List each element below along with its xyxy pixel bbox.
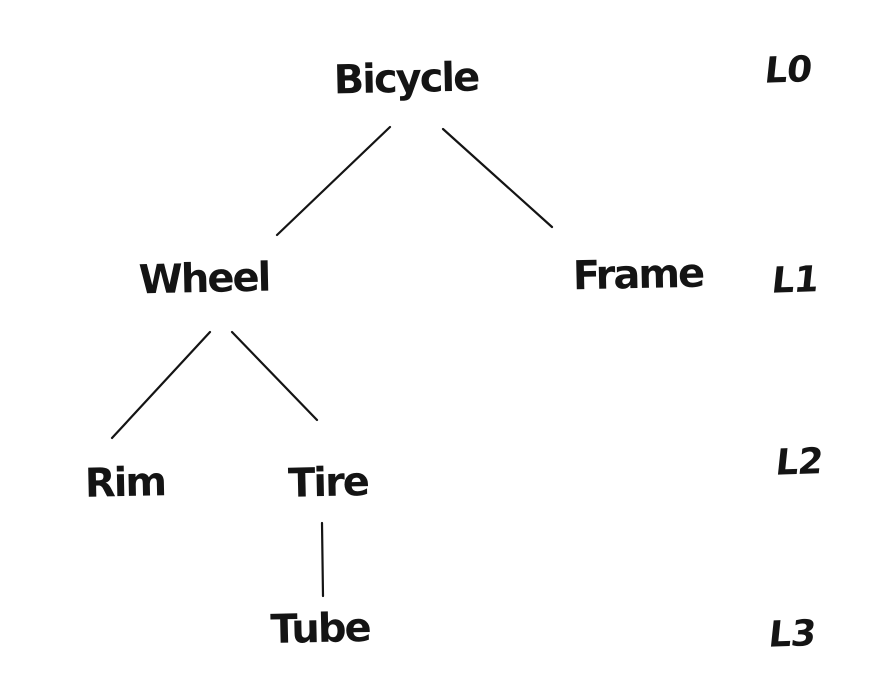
edge-bicycle-wheel xyxy=(275,125,392,237)
level-label-l0: L0 xyxy=(762,49,814,92)
edge-wheel-rim xyxy=(110,330,212,440)
tree-node-wheel: Wheel xyxy=(138,254,270,304)
edge-wheel-tire xyxy=(230,330,319,422)
edge-bicycle-frame xyxy=(441,127,554,229)
edge-tire-tube xyxy=(320,521,325,598)
tree-node-frame: Frame xyxy=(572,250,704,300)
tree-node-tube: Tube xyxy=(269,604,371,654)
level-label-l3: L3 xyxy=(766,613,818,656)
tree-node-bicycle: Bicycle xyxy=(333,54,479,104)
level-label-l2: L2 xyxy=(773,441,825,484)
tree-node-rim: Rim xyxy=(84,459,166,507)
level-label-l1: L1 xyxy=(769,259,821,302)
tree-node-tire: Tire xyxy=(287,459,369,507)
